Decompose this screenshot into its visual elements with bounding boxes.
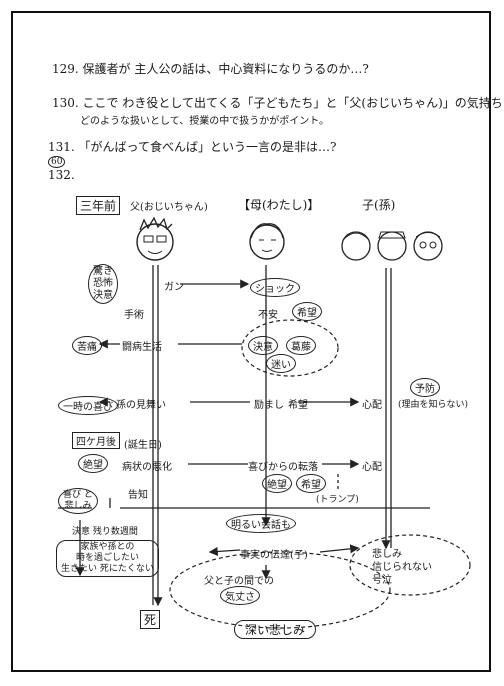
four-months-box: 四ケ月後 xyxy=(72,432,120,449)
bright-oval: 明るい会話も xyxy=(226,514,296,533)
sad-item: 号泣 xyxy=(372,574,432,587)
sad-item: 悲しみ xyxy=(372,548,432,561)
worry: 心配 xyxy=(362,396,382,411)
father-face-icon xyxy=(130,214,180,266)
father-life: 闘病生活 xyxy=(122,338,162,353)
father-surgery: 手術 xyxy=(124,306,144,321)
death-box: 死 xyxy=(140,610,160,629)
birthday: (誕生日) xyxy=(124,436,162,451)
resolve-note: 決意 残り数週間 xyxy=(72,524,138,537)
grandchild-visit: 孫の見舞い xyxy=(116,396,166,411)
worry3: 心配 xyxy=(362,458,382,473)
bond2-oval: 気丈さ xyxy=(220,586,260,605)
joy-sad-oval: 喜び と 悲しみ xyxy=(58,488,98,514)
sad-item: 信じられない xyxy=(372,561,432,574)
children-faces-icon xyxy=(338,222,448,268)
family-wish: 家族や孫との 時を過ごしたい 生きたい 死にたくない xyxy=(56,540,159,577)
shock-oval: ショック xyxy=(250,278,300,297)
live-text: 生きたい xyxy=(61,564,97,574)
worsening: 病状の悪化 xyxy=(122,458,172,473)
and-text: と xyxy=(84,490,93,500)
father-feelings-oval: 驚き 恐怖 決意 xyxy=(88,264,118,304)
notice: 告知 xyxy=(128,486,148,501)
resolve2-oval: 決意 xyxy=(248,336,278,355)
mother-face-icon xyxy=(243,214,291,266)
worry2-oval: 迷い xyxy=(266,354,296,373)
col-mother-label: 【母(わたし)】 xyxy=(238,196,319,213)
father-pain-oval: 苦痛 xyxy=(72,336,102,355)
encourage: 励まし xyxy=(254,396,284,411)
feeling-item: 驚き xyxy=(93,266,113,278)
feeling-item: 決意 xyxy=(93,290,113,302)
col-father-label: 父(おじいちゃん) xyxy=(130,198,208,213)
sad-box: 悲しみ 信じられない 号泣 xyxy=(372,548,432,587)
bond-text: 父と子の間での xyxy=(204,572,274,587)
father-joy-oval: 一時の喜び xyxy=(58,396,118,415)
trump-note: (トランプ) xyxy=(316,492,359,505)
despair-oval: 絶望 xyxy=(78,454,108,473)
family-text: 家族や孫との xyxy=(61,542,154,553)
hope3-oval: 希望 xyxy=(296,474,326,493)
time-text: 時を過ごしたい xyxy=(61,553,154,564)
die-text: 死にたくない xyxy=(100,564,154,574)
timeframe-label: 三年前 xyxy=(76,196,120,215)
despair2-oval: 絶望 xyxy=(262,474,292,493)
visit-note-oval: 予防 xyxy=(410,378,440,397)
hope2: 希望 xyxy=(288,396,308,411)
hope-oval: 希望 xyxy=(292,302,322,321)
joy-text: 喜び xyxy=(63,490,81,500)
anxiety: 不安 xyxy=(258,306,278,321)
conflict-oval: 葛藤 xyxy=(286,336,316,355)
father-cancer: ガン xyxy=(164,278,184,293)
deep-sorrow: 深い悲しみ xyxy=(234,620,316,639)
worry-note: (理由を知らない) xyxy=(398,397,468,410)
pulled: 喜びからの転落 xyxy=(248,458,318,473)
sad-text: 悲しみ xyxy=(64,501,91,511)
truth: 事実の伝達(子) xyxy=(240,546,308,561)
feeling-item: 恐怖 xyxy=(93,278,113,290)
col-child-label: 子(孫) xyxy=(362,196,395,213)
